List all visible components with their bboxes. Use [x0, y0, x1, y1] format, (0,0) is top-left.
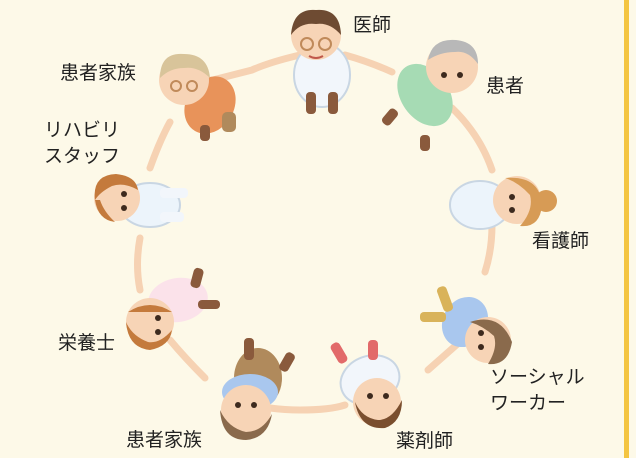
label-nurse: 看護師	[532, 230, 590, 252]
label-pharmacist: 薬剤師	[396, 430, 454, 452]
label-dietitian: 栄養士	[58, 332, 116, 354]
pharmacist-icon	[330, 340, 402, 429]
family-member-icon	[220, 338, 295, 440]
doctor-icon	[291, 9, 351, 114]
dietitian-icon	[126, 267, 220, 350]
label-family-bottom: 患者家族	[126, 429, 203, 451]
elderly-family-icon	[159, 53, 236, 141]
label-patient: 患者	[486, 75, 525, 97]
label-doctor: 医師	[353, 14, 392, 36]
right-border-rule	[624, 0, 629, 458]
label-family-top: 患者家族	[60, 62, 137, 84]
label-social-worker: ソーシャル ワーカー	[490, 366, 585, 414]
nurse-icon	[449, 176, 557, 230]
social-worker-icon	[420, 286, 512, 365]
rehab-staff-icon	[94, 174, 188, 228]
label-rehab-staff: リハビリ スタッフ	[44, 119, 121, 167]
elderly-patient-icon	[382, 39, 478, 151]
